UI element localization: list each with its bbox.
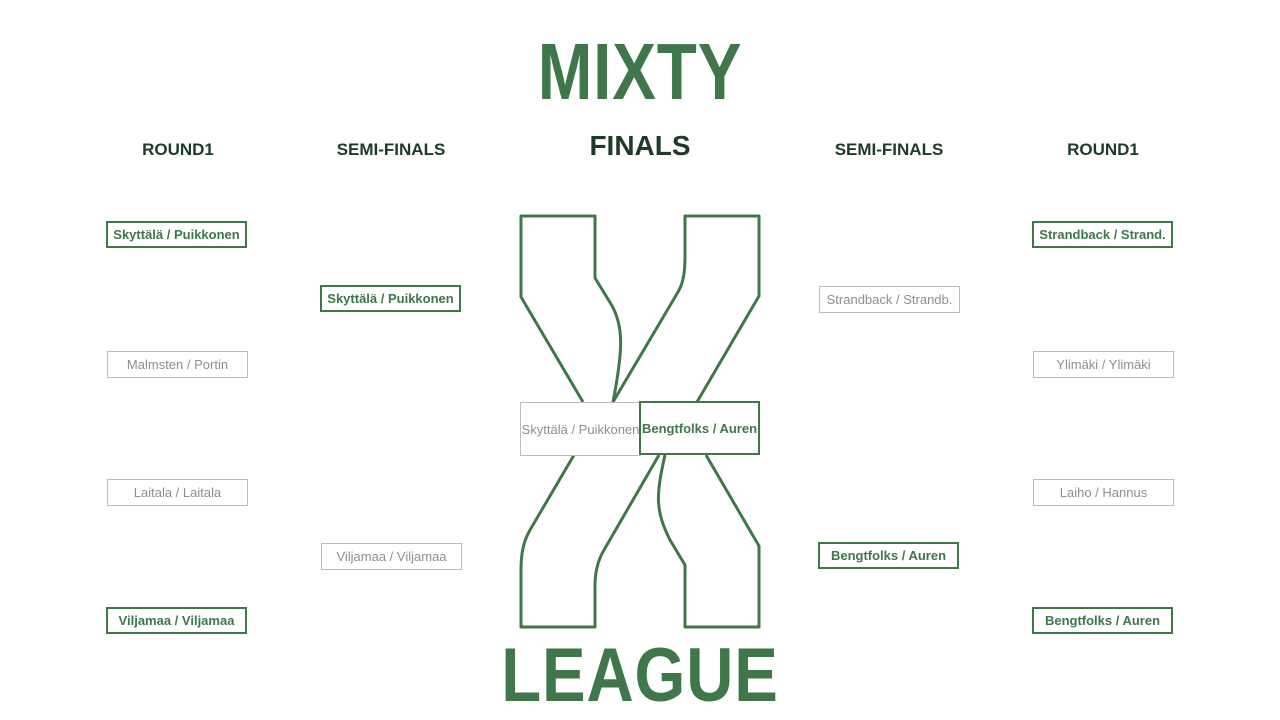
right-round1-match-3[interactable]: Laiho / Hannus — [1033, 479, 1174, 506]
right-round1-match-4[interactable]: Bengtfolks / Auren — [1032, 607, 1173, 634]
brand-title-top: MIXTY — [537, 27, 743, 116]
right-semifinal-1[interactable]: Strandback / Strandb. — [819, 286, 960, 313]
brand-title-bottom: LEAGUE — [501, 633, 779, 718]
header-left-round1: ROUND1 — [142, 140, 214, 159]
left-round1-match-3[interactable]: Laitala / Laitala — [107, 479, 248, 506]
final-left-team[interactable]: Skyttälä / Puikkonen — [520, 402, 641, 456]
left-round1-match-4[interactable]: Viljamaa / Viljamaa — [106, 607, 247, 634]
final-right-team[interactable]: Bengtfolks / Auren — [639, 401, 760, 455]
right-round1-match-1[interactable]: Strandback / Strand. — [1032, 221, 1173, 248]
right-round1-match-2[interactable]: Ylimäki / Ylimäki — [1033, 351, 1174, 378]
header-right-round1: ROUND1 — [1067, 140, 1139, 159]
left-round1-match-1[interactable]: Skyttälä / Puikkonen — [106, 221, 247, 248]
header-finals: FINALS — [589, 130, 691, 161]
left-semifinal-2[interactable]: Viljamaa / Viljamaa — [321, 543, 462, 570]
left-semifinal-1[interactable]: Skyttälä / Puikkonen — [320, 285, 461, 312]
header-left-semifinals: SEMI-FINALS — [336, 140, 446, 159]
left-round1-match-2[interactable]: Malmsten / Portin — [107, 351, 248, 378]
right-semifinal-2[interactable]: Bengtfolks / Auren — [818, 542, 959, 569]
header-right-semifinals: SEMI-FINALS — [834, 140, 944, 159]
